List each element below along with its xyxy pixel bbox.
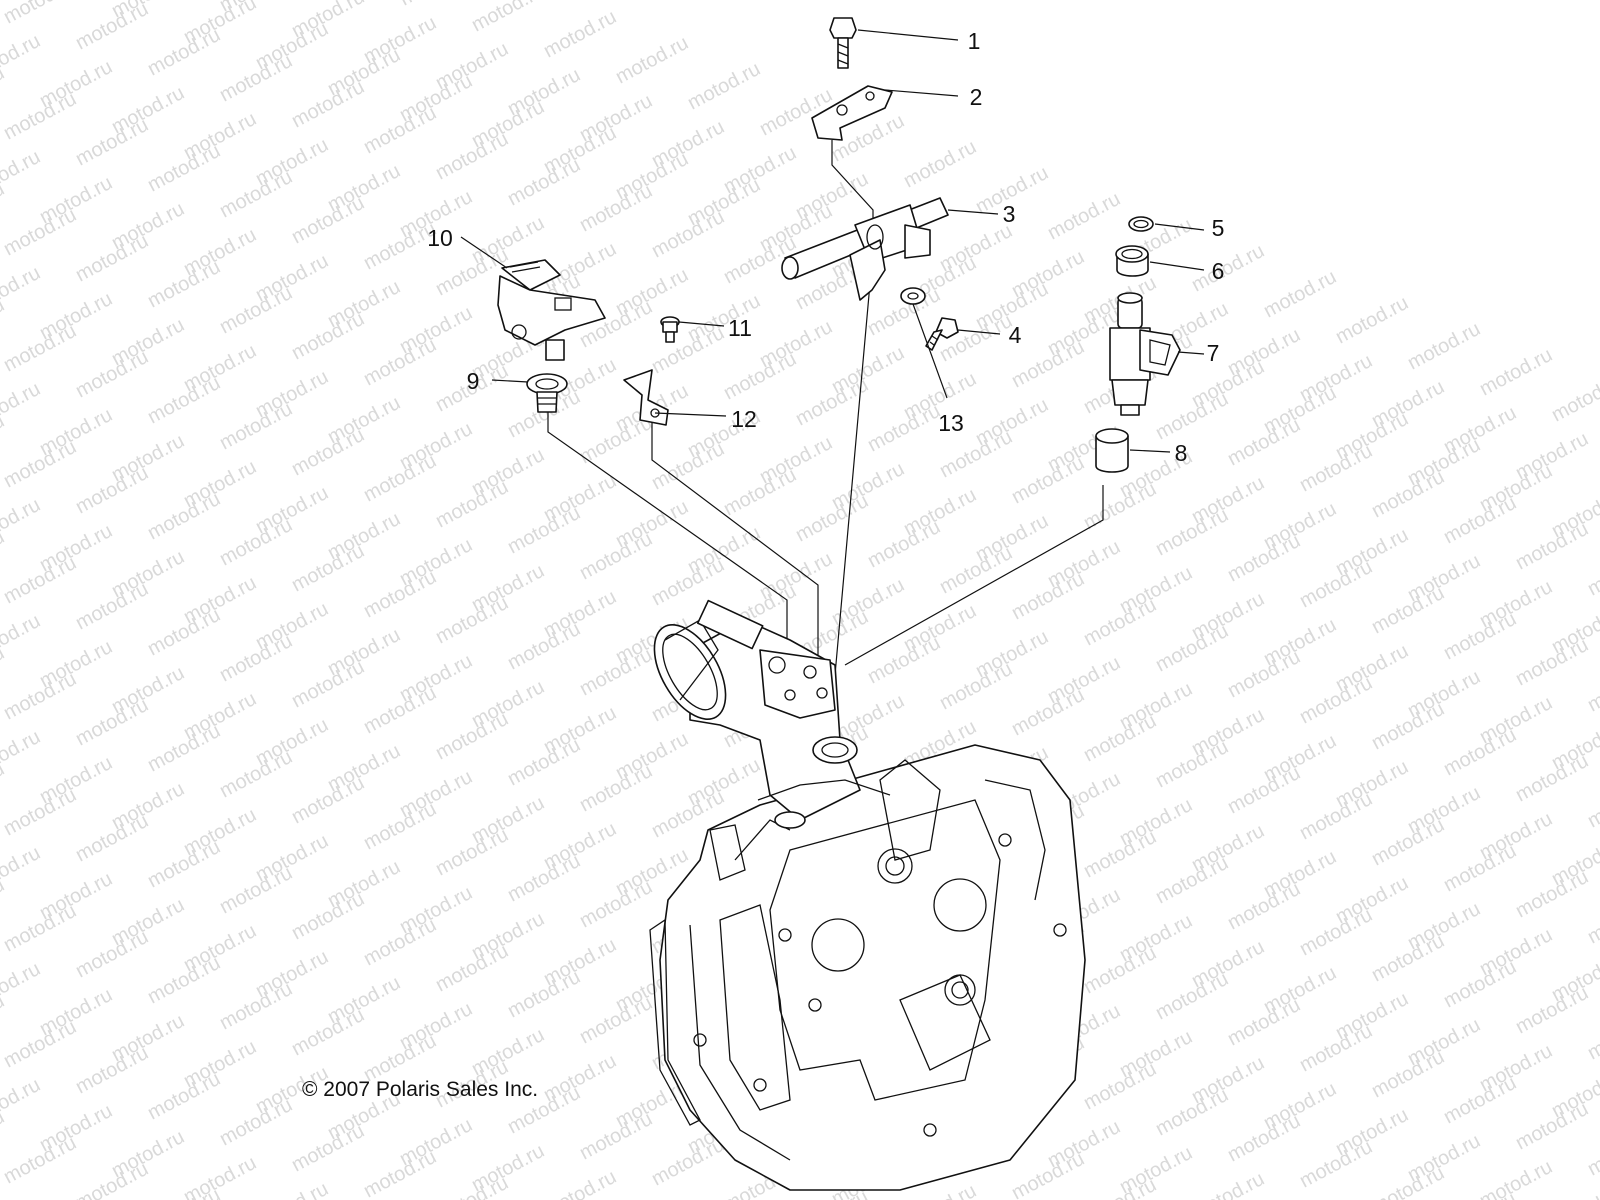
watermark-text: motod.ru: [0, 30, 44, 86]
watermark-text: motod.ru: [1548, 1182, 1600, 1200]
watermark-text: motod.ru: [468, 0, 548, 36]
watermark-text: motod.ru: [180, 1152, 260, 1200]
watermark-text: motod.ru: [1584, 1124, 1600, 1180]
callout-10: 10: [427, 225, 453, 251]
watermark-text: motod.ru: [540, 6, 620, 62]
watermark-text: motod.ru: [0, 262, 44, 318]
watermark-text: motod.ru: [0, 842, 44, 898]
part-injector-7: [1109, 292, 1181, 416]
part-screw-4: [925, 317, 959, 351]
part-bracket-2: [811, 85, 893, 141]
part-screw-11: [660, 316, 680, 343]
watermark-text: motod.ru: [612, 32, 692, 88]
copyright-notice: © 2007 Polaris Sales Inc.: [302, 1078, 538, 1101]
watermark-text: motod.ru: [0, 958, 44, 1014]
watermark-text: motod.ru: [1584, 660, 1600, 716]
throttle-body: [653, 599, 891, 829]
part-plug-9: [526, 373, 568, 413]
watermark-text: motod.ru: [0, 146, 44, 202]
callout-12: 12: [731, 406, 757, 432]
watermark-text: motod.ru: [1188, 1168, 1268, 1200]
callout-6: 6: [1212, 258, 1225, 284]
watermark-text: motod.ru: [1584, 544, 1600, 600]
watermark-text: motod.ru: [1584, 776, 1600, 832]
watermark-text: motod.ru: [1548, 370, 1600, 426]
watermark-text: motod.ru: [1476, 1156, 1556, 1200]
part-o-ring-5: [1128, 216, 1154, 232]
watermark-text: motod.ru: [252, 1178, 332, 1200]
callout-4: 4: [1009, 322, 1022, 348]
part-grommet-6: [1115, 245, 1149, 277]
watermark-text: motod.ru: [1404, 318, 1484, 374]
watermark-text: motod.ru: [0, 610, 44, 666]
watermark-text: motod.ru: [1332, 292, 1412, 348]
callout-5: 5: [1212, 215, 1225, 241]
callout-9: 9: [467, 368, 480, 394]
watermark-text: motod.ru: [684, 58, 764, 114]
watermark-text: motod.ru: [1584, 1008, 1600, 1064]
leader-lines: [460, 29, 1205, 453]
watermark-text: motod.ru: [0, 726, 44, 782]
watermark-text: motod.ru: [1044, 188, 1124, 244]
part-sensor-10: [497, 259, 606, 361]
callout-3: 3: [1003, 201, 1016, 227]
callout-7: 7: [1207, 340, 1220, 366]
callouts: 1 2 3 4 5 6 7 8 9 10 11 12 13: [427, 28, 1224, 466]
callout-13: 13: [938, 410, 964, 436]
callout-2: 2: [970, 84, 983, 110]
watermark-text: motod.ru: [540, 1166, 620, 1200]
cylinder-head: [649, 744, 1086, 1191]
watermark-text: motod.ru: [0, 0, 80, 28]
part-spacer-8: [1095, 428, 1129, 473]
callout-11: 11: [728, 315, 752, 341]
assembly-lines: [547, 140, 1104, 700]
watermark-text: motod.ru: [1584, 892, 1600, 948]
part-bolt-1: [829, 17, 857, 69]
watermark-text: motod.ru: [0, 0, 8, 2]
callout-1: 1: [968, 28, 981, 54]
part-fuel-rail-3: [781, 197, 949, 301]
watermark-text: motod.ru: [900, 136, 980, 192]
callout-8: 8: [1175, 440, 1188, 466]
watermark-text: motod.ru: [1188, 240, 1268, 296]
part-washer-13: [900, 287, 926, 305]
watermark-text: motod.ru: [396, 0, 476, 10]
watermark-text: motod.ru: [0, 494, 44, 550]
watermark-text: motod.ru: [0, 378, 44, 434]
watermark-text: motod.ru: [1476, 344, 1556, 400]
watermark-text: motod.ru: [0, 1074, 44, 1130]
watermark-text: motod.ru: [1260, 266, 1340, 322]
